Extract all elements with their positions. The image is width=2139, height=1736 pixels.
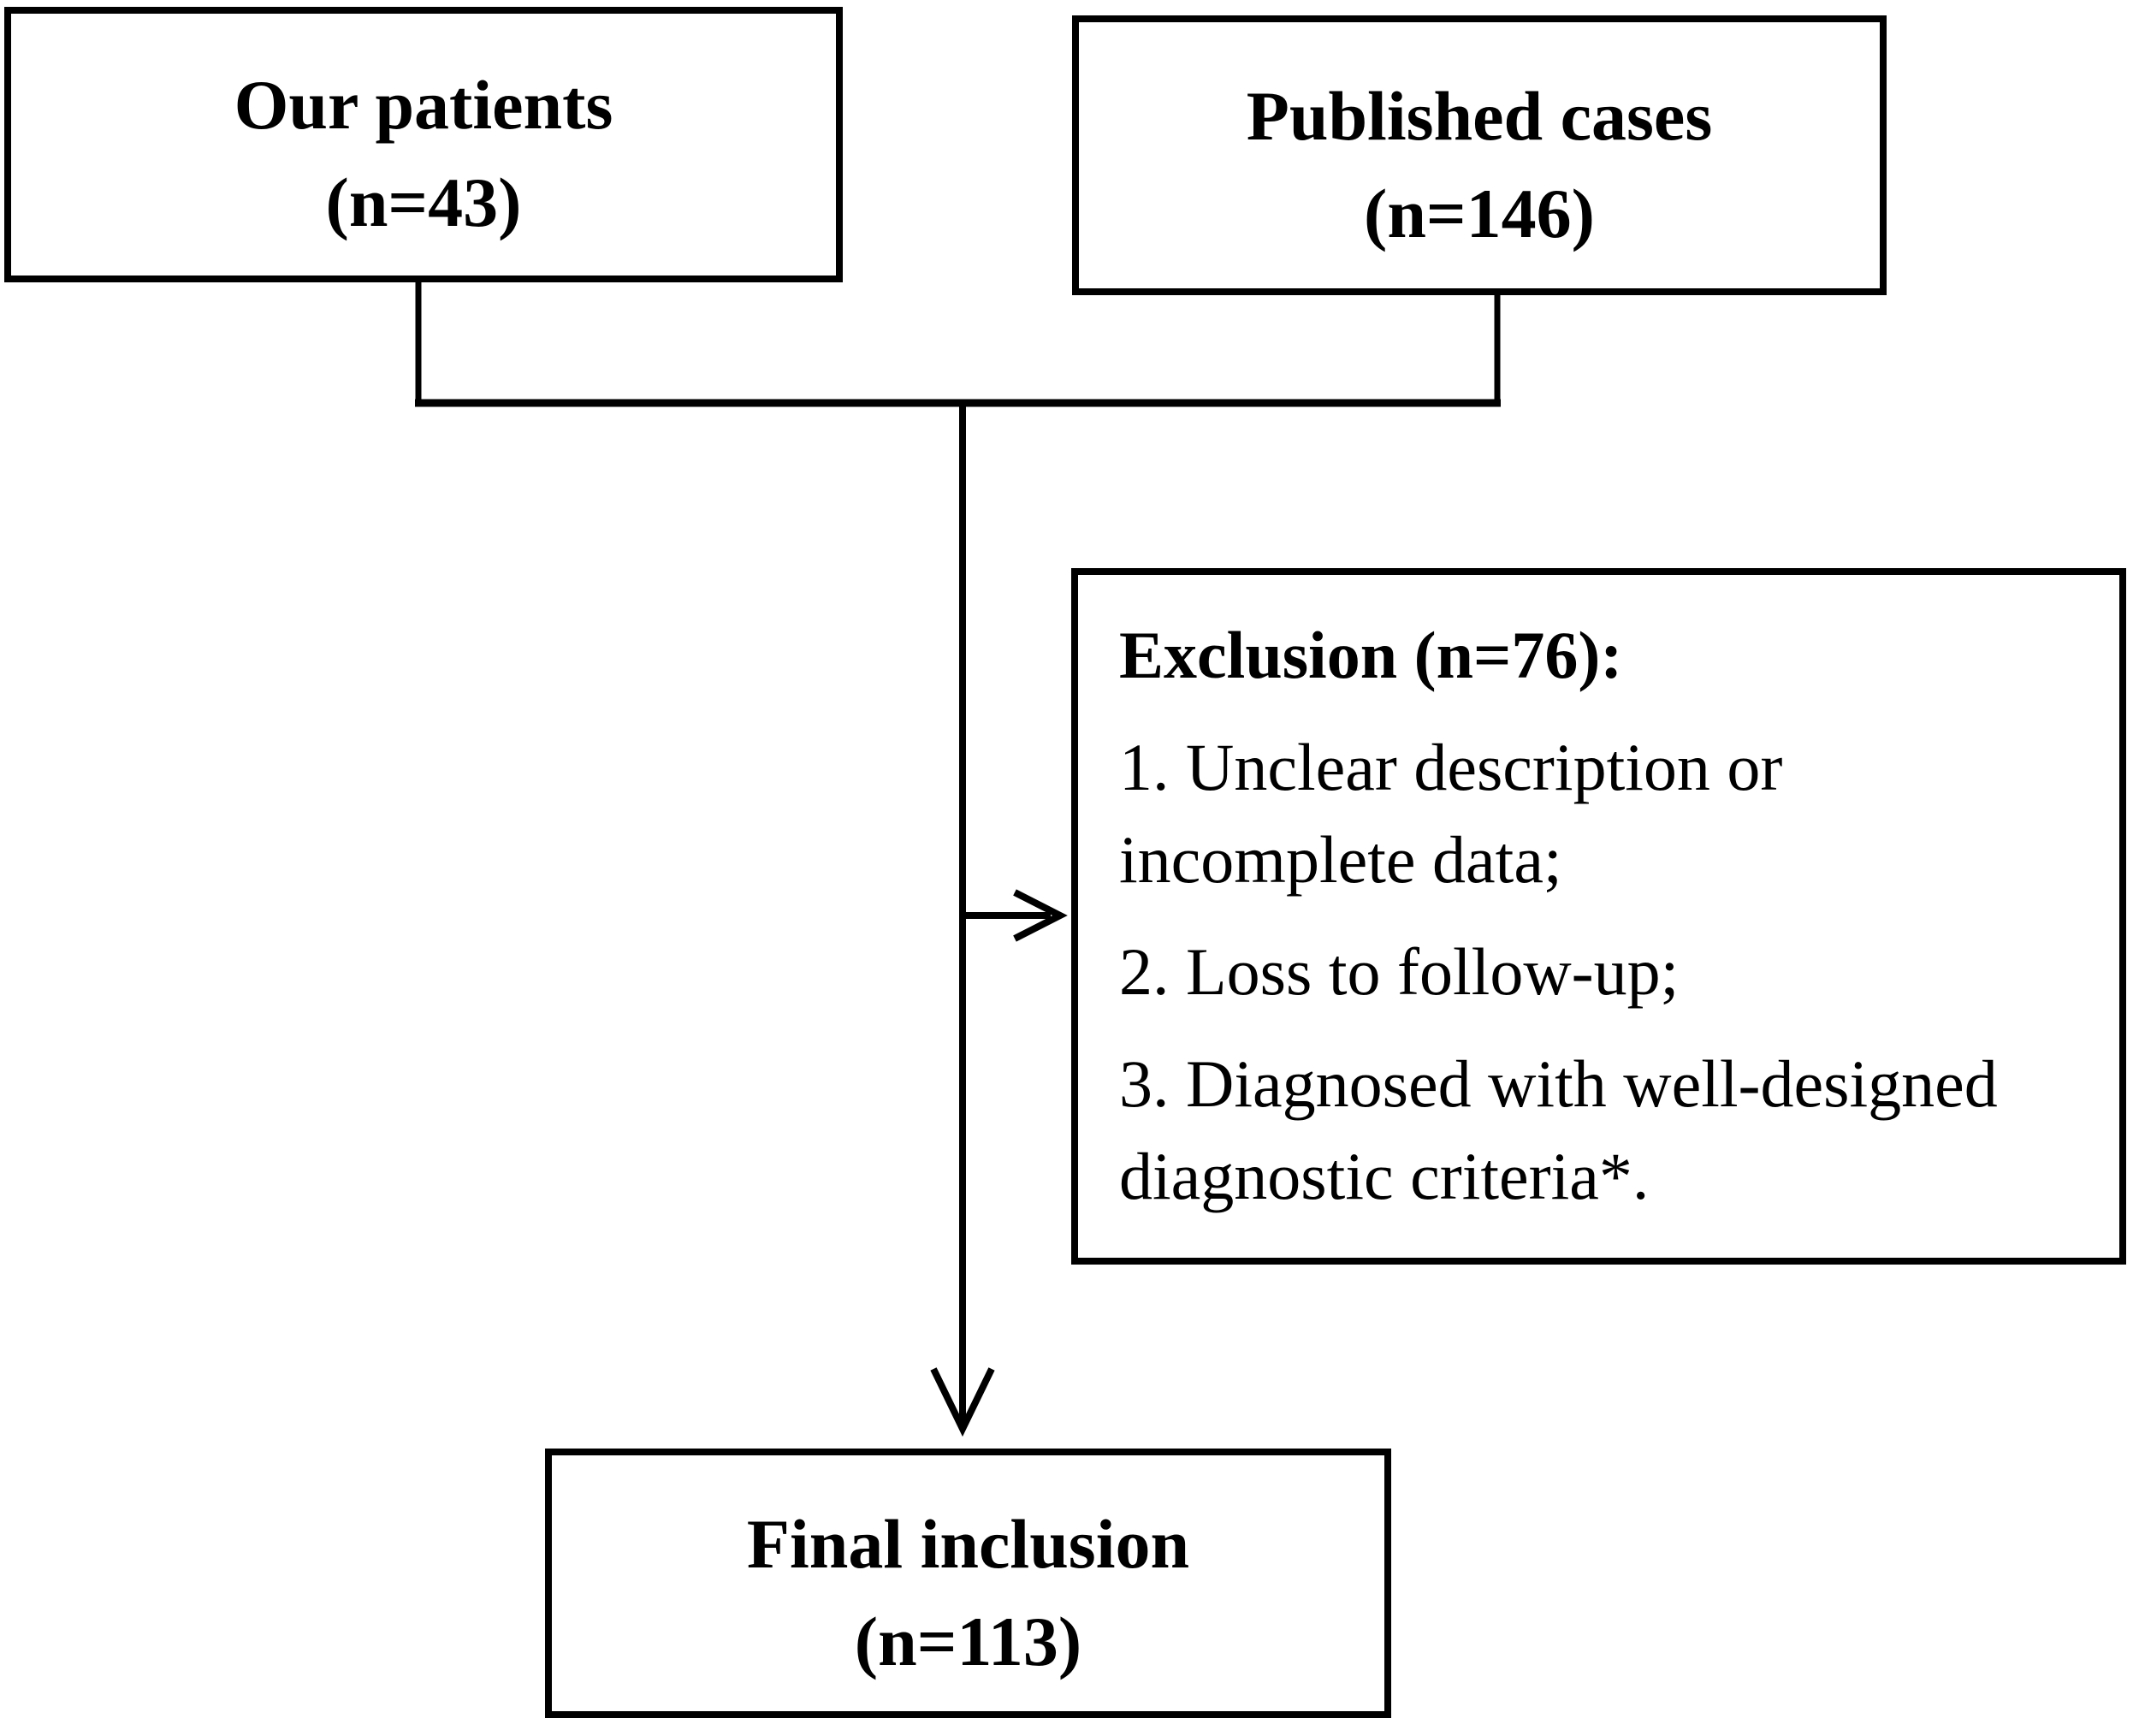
exclusion-title: Exclusion (n=76): xyxy=(1119,618,1623,692)
exclusion-arrowhead xyxy=(1013,889,1068,942)
exclusion-item-3: 3. Diagnosed with well-designed diagnost… xyxy=(1119,1046,1998,1213)
published-cases-count: (n=146) xyxy=(1364,174,1595,252)
exclusion-item-1: 1. Unclear description or incomplete dat… xyxy=(1119,730,1783,897)
box-exclusion: Exclusion (n=76): 1. Unclear description… xyxy=(1071,568,2126,1265)
box-published-cases: Published cases (n=146) xyxy=(1072,15,1887,295)
box-final-inclusion: Final inclusion (n=113) xyxy=(545,1449,1391,1718)
down-arrowhead xyxy=(930,1367,995,1437)
published-cases-label: Published cases xyxy=(1246,76,1713,155)
box-our-patients: Our patients (n=43) xyxy=(4,7,843,282)
final-inclusion-label: Final inclusion xyxy=(746,1504,1190,1583)
final-inclusion-count: (n=113) xyxy=(854,1602,1082,1680)
exclusion-item-2: 2. Loss to follow-up; xyxy=(1119,934,1680,1009)
our-patients-count: (n=43) xyxy=(325,163,522,241)
our-patients-label: Our patients xyxy=(234,66,613,144)
